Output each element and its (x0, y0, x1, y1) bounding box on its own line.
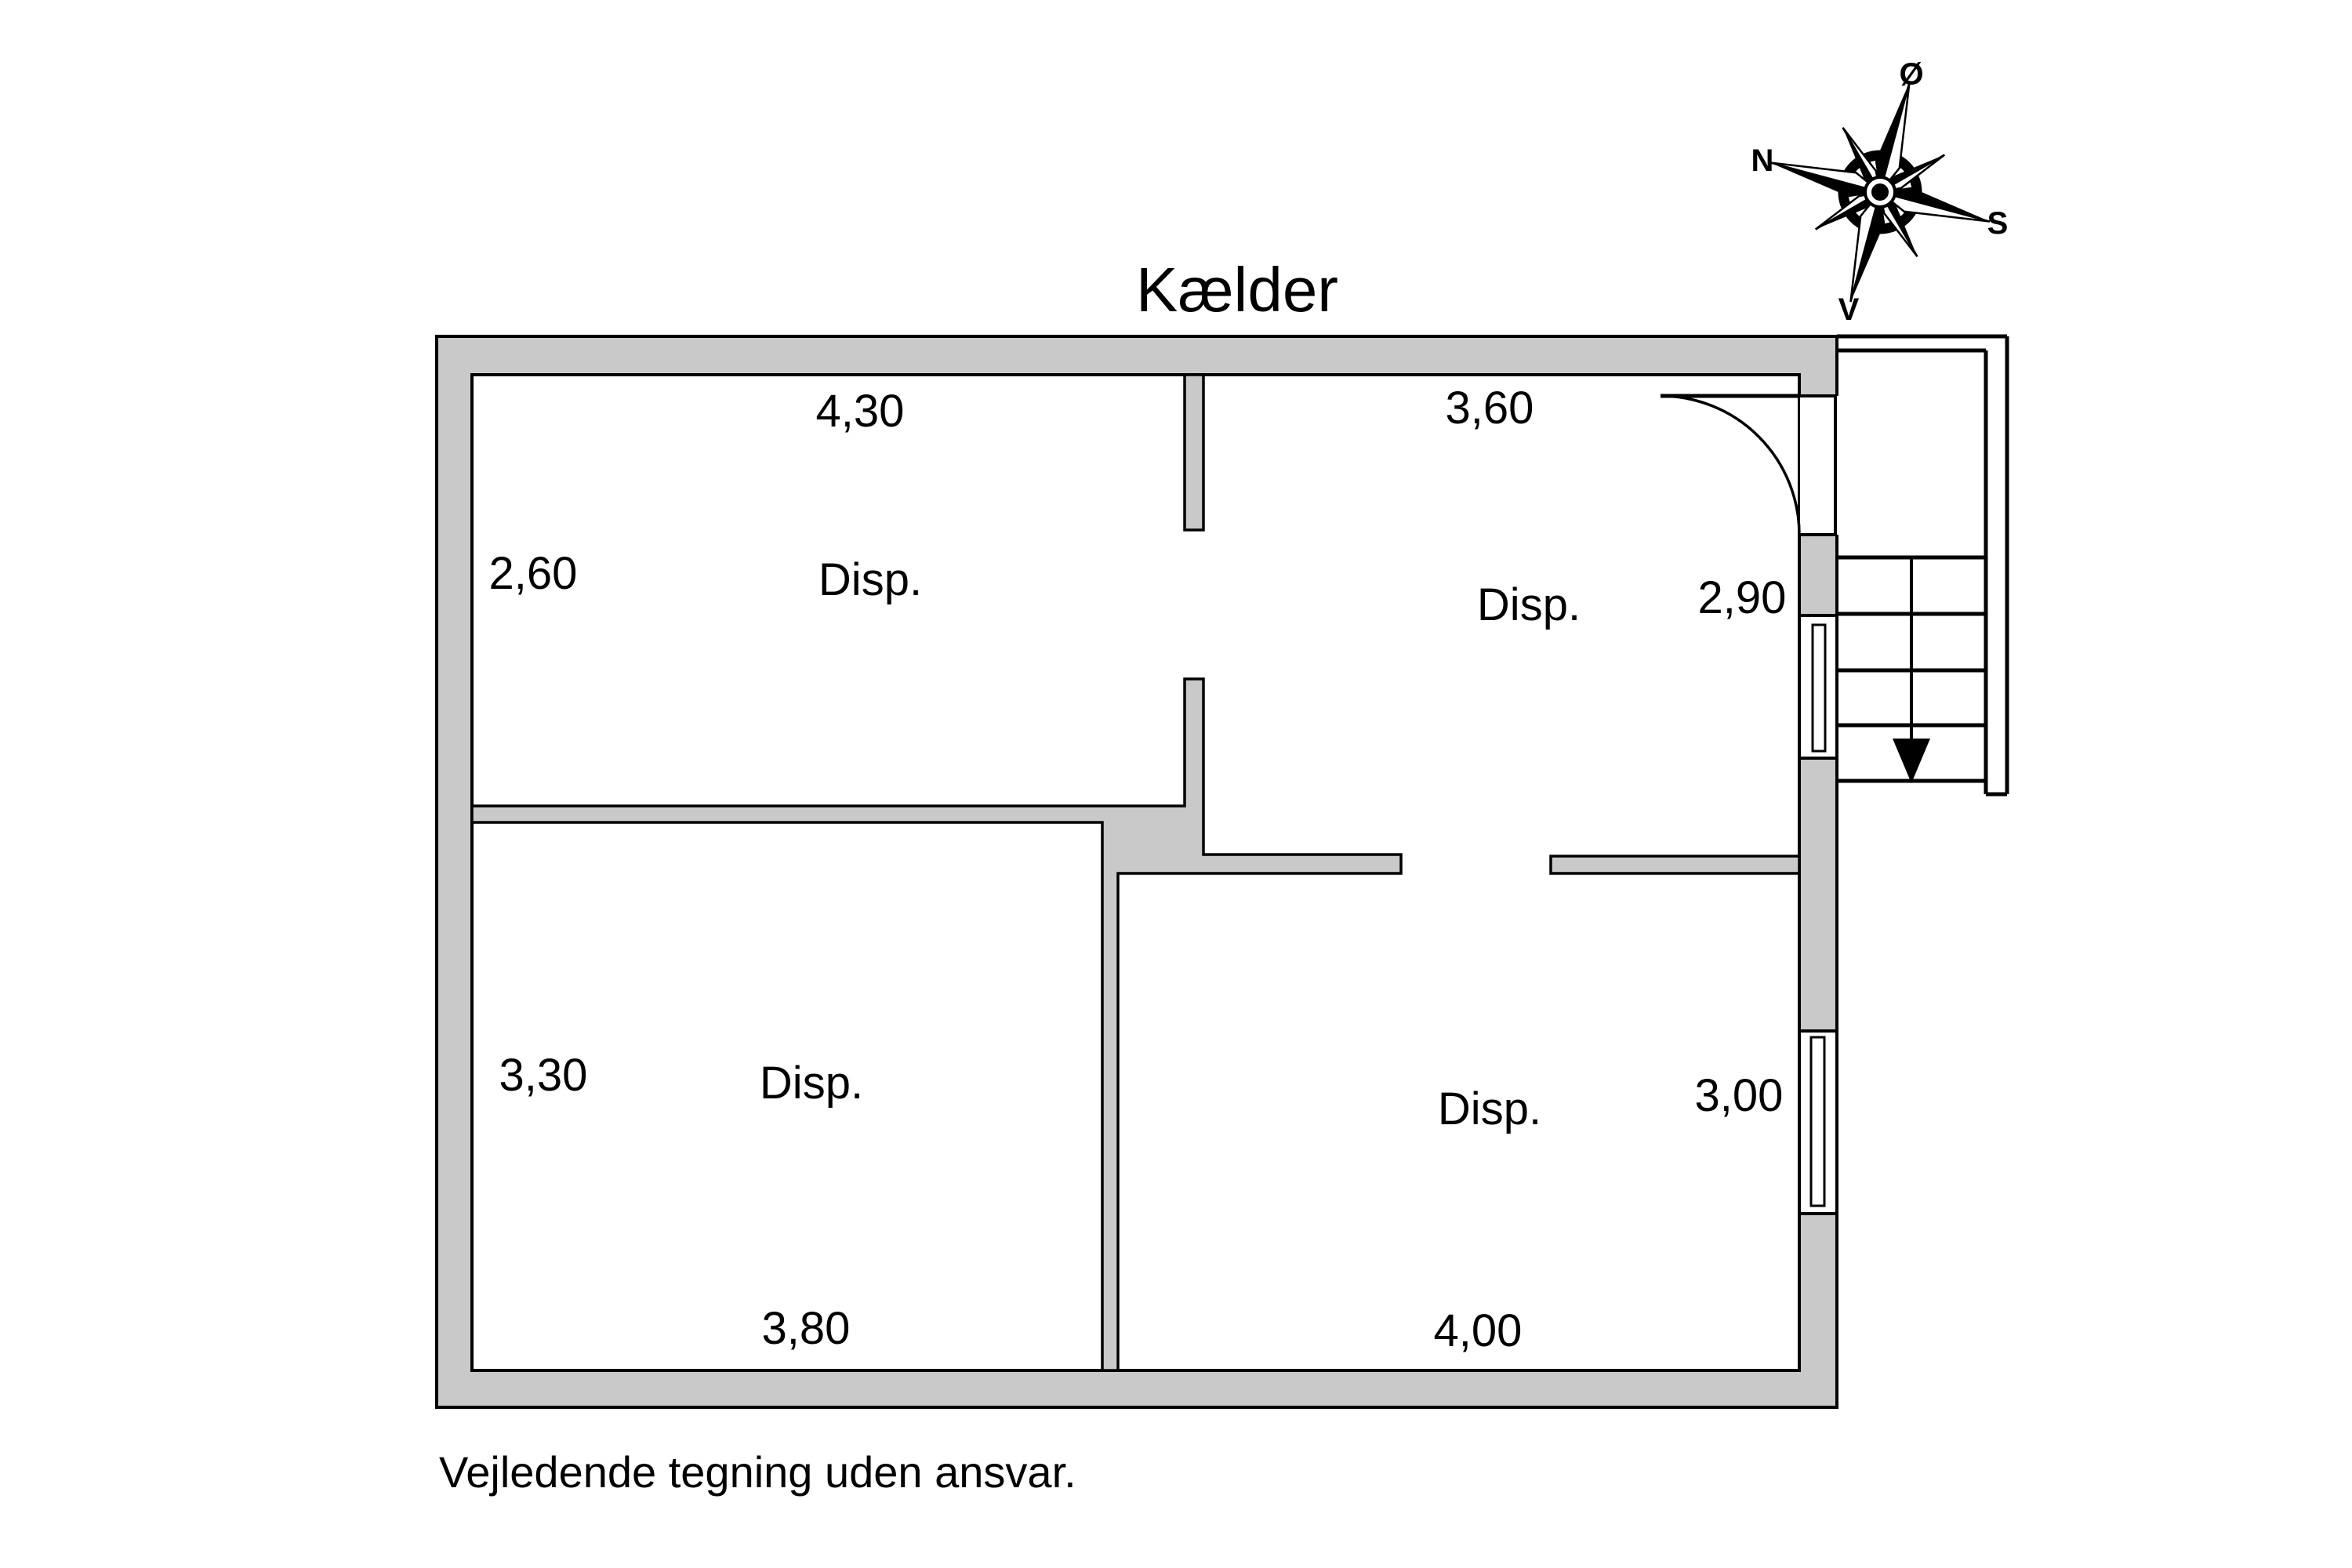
room1-height-dimension: 2,60 (488, 548, 578, 599)
room3-width-dimension: 3,80 (761, 1303, 851, 1354)
compass-hub-dot (1871, 183, 1889, 201)
room3-name: Disp. (759, 1058, 864, 1109)
room2-width-dimension: 3,60 (1445, 383, 1534, 434)
room1-name: Disp. (818, 554, 923, 605)
compass-minor-points (1814, 126, 1946, 258)
interior-wall-right-stub (1549, 855, 1801, 875)
room3-height-dimension: 3,30 (499, 1050, 588, 1101)
window-upper (1798, 614, 1838, 760)
outer-wall-ring (435, 335, 1838, 1409)
compass-label-east: Ø (1899, 57, 1924, 92)
compass-rose-icon (1769, 82, 1991, 303)
disclaimer-text: Vejledende tegning uden ansvar. (439, 1447, 1076, 1497)
room1-width-dimension: 4,30 (815, 386, 905, 437)
window-lower-glazing (1809, 1036, 1826, 1207)
door-opening (1800, 396, 1838, 535)
compass-main-points (1769, 82, 1991, 303)
compass-label-west: V (1838, 292, 1860, 327)
room2-height-dimension: 2,90 (1697, 572, 1787, 623)
interior-wall-top-divider (1183, 373, 1205, 532)
interior-wall-central (470, 677, 1403, 1372)
windows (1798, 614, 1838, 1215)
room4-height-dimension: 3,00 (1694, 1070, 1784, 1121)
room4-name: Disp. (1437, 1083, 1542, 1134)
entrance-door (1660, 394, 1838, 536)
door-swing-arc (1660, 394, 1801, 535)
page-title: Kælder (1136, 255, 1338, 325)
window-upper-glazing (1811, 623, 1827, 753)
outer-walls (435, 335, 1838, 1409)
window-lower (1798, 1029, 1838, 1215)
room2-name: Disp. (1476, 579, 1581, 630)
interior-walls (470, 373, 1801, 1372)
compass-label-north: N (1751, 143, 1774, 178)
room4-width-dimension: 4,00 (1433, 1305, 1523, 1356)
stairs-down-arrow-icon (1893, 739, 1930, 783)
staircase (1837, 334, 2009, 797)
compass-label-south: S (1987, 206, 2009, 241)
